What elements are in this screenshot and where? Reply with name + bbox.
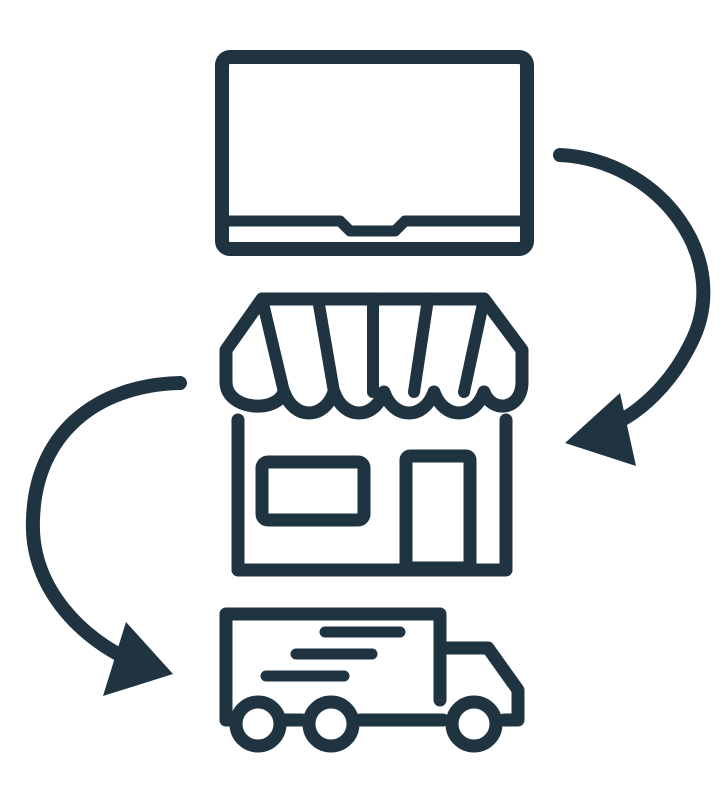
store-window	[255, 455, 371, 527]
store-door	[399, 449, 477, 575]
truck-wheel	[229, 695, 287, 753]
store-awning	[219, 292, 529, 420]
delivery-truck-icon	[219, 607, 525, 753]
speed-lines	[260, 626, 406, 682]
laptop-icon	[215, 50, 534, 256]
curved-arrow-icon	[25, 376, 187, 696]
storefront-icon	[219, 292, 529, 577]
truck-wheel	[445, 695, 503, 753]
truck-wheel	[302, 695, 360, 753]
curved-arrow-icon	[553, 148, 711, 466]
